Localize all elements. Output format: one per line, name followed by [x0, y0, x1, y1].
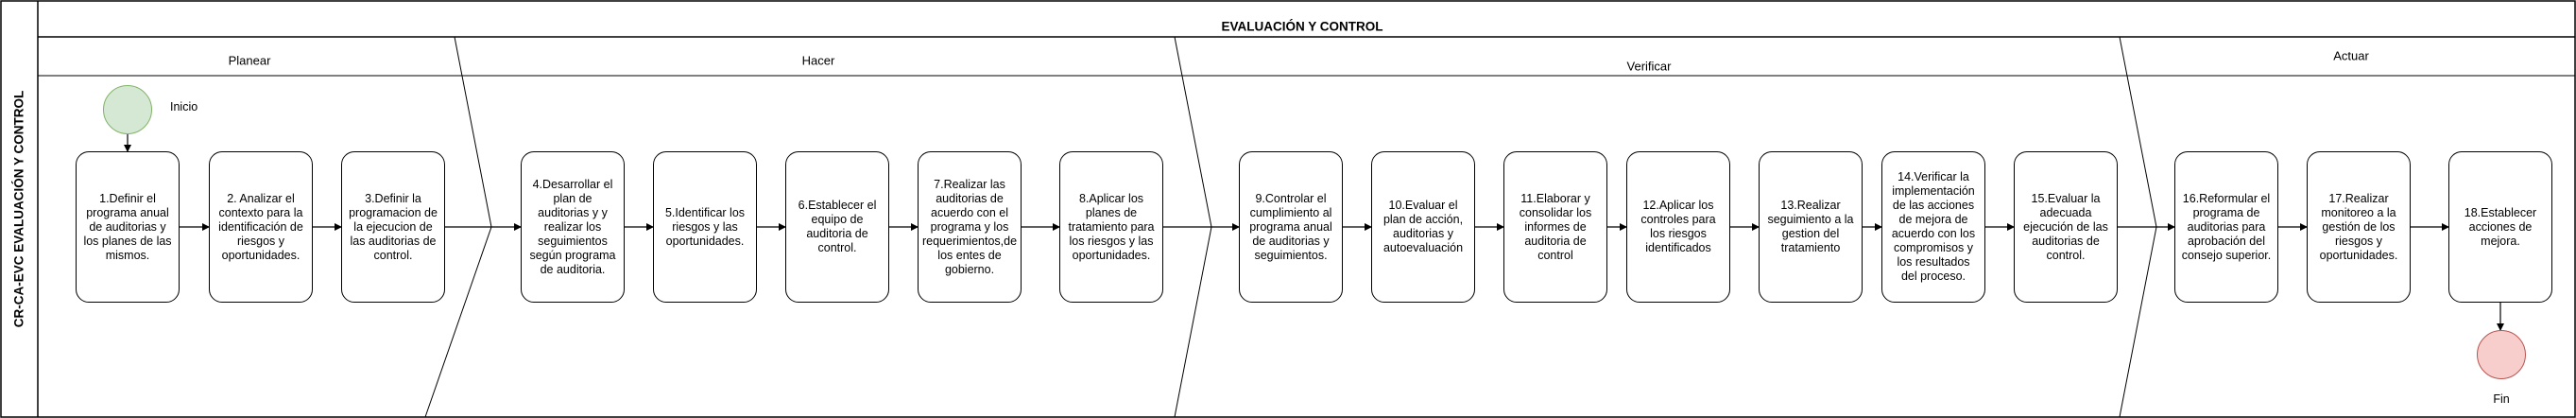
start-label: Inicio	[170, 100, 198, 113]
process-step-11: 11.Elaborar y consolidar los informes de…	[1503, 151, 1607, 303]
process-step-10: 10.Evaluar el plan de acción, auditorias…	[1371, 151, 1475, 303]
phase-actuar: Actuar	[2333, 48, 2369, 63]
process-step-6: 6.Establecer el equipo de auditoria de c…	[785, 151, 889, 303]
process-step-13: 13.Realizar seguimiento a la gestion del…	[1759, 151, 1863, 303]
process-step-1: 1.Definir el programa anual de auditoria…	[76, 151, 180, 303]
process-step-15: 15.Evaluar la adecuada ejecución de las …	[2014, 151, 2118, 303]
process-step-16: 16.Reformular el programa de auditorias …	[2174, 151, 2278, 303]
process-step-18: 18.Establecer acciones de mejora.	[2448, 151, 2552, 303]
pool-side-label-text: CR-CA-EVC EVALUACIÓN Y CONTROL	[11, 90, 26, 328]
process-step-9: 9.Controlar el cumplimiento al programa …	[1239, 151, 1343, 303]
end-label: Fin	[2493, 392, 2510, 406]
start-event	[103, 85, 152, 134]
process-step-8: 8.Aplicar los planes de tratamiento para…	[1059, 151, 1163, 303]
process-step-7: 7.Realizar las auditorias de acuerdo con…	[918, 151, 1022, 303]
pool-title: EVALUACIÓN Y CONTROL	[1221, 19, 1383, 34]
pool-side-label: CR-CA-EVC EVALUACIÓN Y CONTROL	[0, 0, 38, 418]
end-event	[2477, 330, 2526, 379]
process-step-12: 12.Aplicar los controles para los riesgo…	[1626, 151, 1730, 303]
phase-planear: Planear	[228, 53, 271, 68]
process-step-2: 2. Analizar el contexto para la identifi…	[209, 151, 313, 303]
process-step-14: 14.Verificar la implementación de las ac…	[1881, 151, 1985, 303]
process-step-5: 5.Identificar los riesgos y las oportuni…	[653, 151, 757, 303]
process-step-4: 4.Desarrollar el plan de auditorias y y …	[521, 151, 625, 303]
phase-hacer: Hacer	[801, 53, 835, 68]
process-step-3: 3.Definir la programacion de la ejecucio…	[341, 151, 445, 303]
process-step-17: 17.Realizar monitoreo a la gestión de lo…	[2307, 151, 2411, 303]
phase-verificar: Verificar	[1626, 59, 1672, 74]
